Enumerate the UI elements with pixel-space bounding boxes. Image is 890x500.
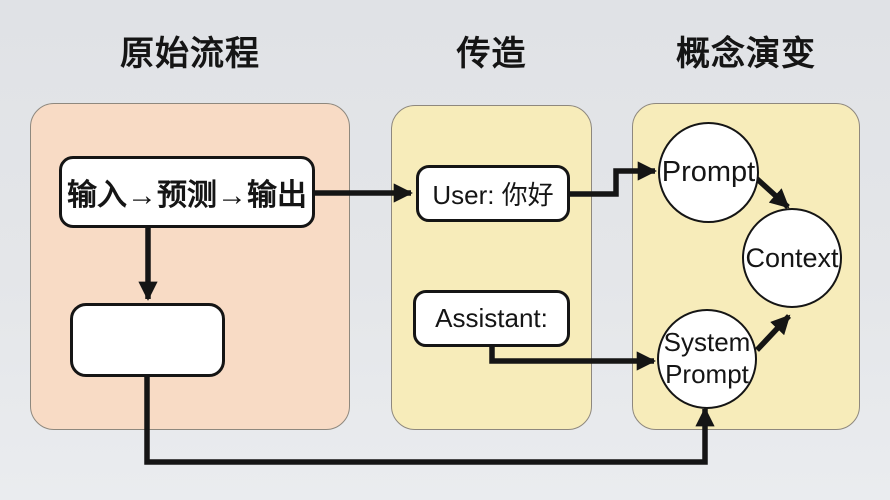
node-user-message: User: 你好	[416, 165, 570, 222]
node-empty	[70, 303, 225, 377]
node-assistant-message: Assistant:	[413, 290, 570, 347]
panel-original-process	[30, 103, 350, 430]
node-process: 输入→预测→输出	[59, 156, 315, 228]
column-title-original-process: 原始流程	[120, 35, 260, 73]
column-title-concept-evolution: 概念演变	[676, 35, 816, 73]
node-context: Context	[742, 208, 842, 308]
panel-fabrication	[391, 105, 592, 430]
node-prompt: Prompt	[658, 122, 759, 223]
node-system-prompt: System Prompt	[657, 309, 757, 409]
column-title-fabrication: 传造	[456, 35, 527, 73]
